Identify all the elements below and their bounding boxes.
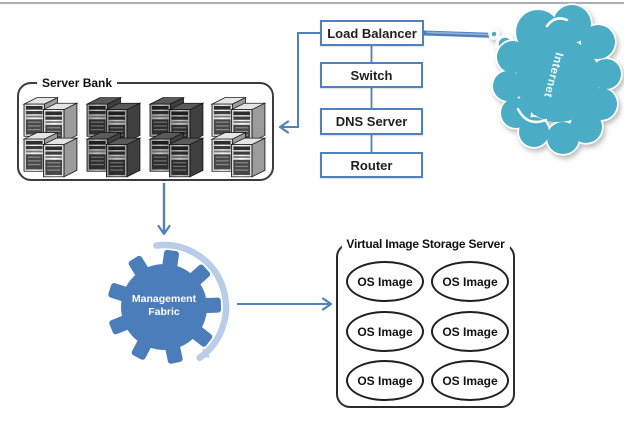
internet-cloud — [488, 3, 623, 156]
management-fabric-label-line1: Management — [131, 293, 197, 305]
node-dns-server: DNS Server — [320, 108, 423, 135]
os-image-label: OS Image — [357, 324, 413, 339]
os-image-label: OS Image — [442, 274, 498, 289]
cloud-detail-curl-bottom — [516, 107, 548, 124]
os-image-node-1: OS Image — [346, 261, 424, 302]
node-switch: Switch — [320, 62, 423, 88]
storage-server-group: Virtual Image Storage Server OS Image OS… — [336, 236, 515, 408]
node-router: Router — [320, 152, 423, 178]
os-image-label: OS Image — [442, 324, 498, 339]
os-image-node-3: OS Image — [346, 311, 424, 352]
os-image-node-5: OS Image — [346, 360, 424, 401]
server-bank-group: Server Bank — [17, 75, 274, 181]
node-router-label: Router — [350, 157, 393, 173]
os-image-label: OS Image — [357, 373, 413, 388]
os-image-label: OS Image — [357, 274, 413, 289]
node-load-balancer: Load Balancer — [320, 20, 424, 46]
os-image-label: OS Image — [442, 373, 498, 388]
loadbalancer-to-internet-link — [421, 30, 500, 38]
management-fabric-label: Management Fabric — [114, 293, 214, 318]
server-bank-title: Server Bank — [37, 75, 118, 92]
os-image-node-2: OS Image — [431, 261, 509, 302]
loadbalancer-to-serverbank-arrow — [278, 32, 322, 134]
page-top-rule — [0, 2, 624, 4]
node-load-balancer-label: Load Balancer — [327, 25, 417, 41]
management-fabric-label-line2: Fabric — [148, 305, 180, 318]
cloud-detail-curl-top — [545, 17, 569, 28]
os-image-node-4: OS Image — [431, 311, 509, 352]
os-image-node-6: OS Image — [431, 360, 509, 401]
fabric-rotation-arc — [153, 241, 230, 362]
node-switch-label: Switch — [350, 67, 393, 83]
node-dns-server-label: DNS Server — [335, 114, 408, 129]
management-fabric-gear — [108, 249, 222, 364]
storage-server-title: Virtual Image Storage Server — [341, 236, 510, 253]
